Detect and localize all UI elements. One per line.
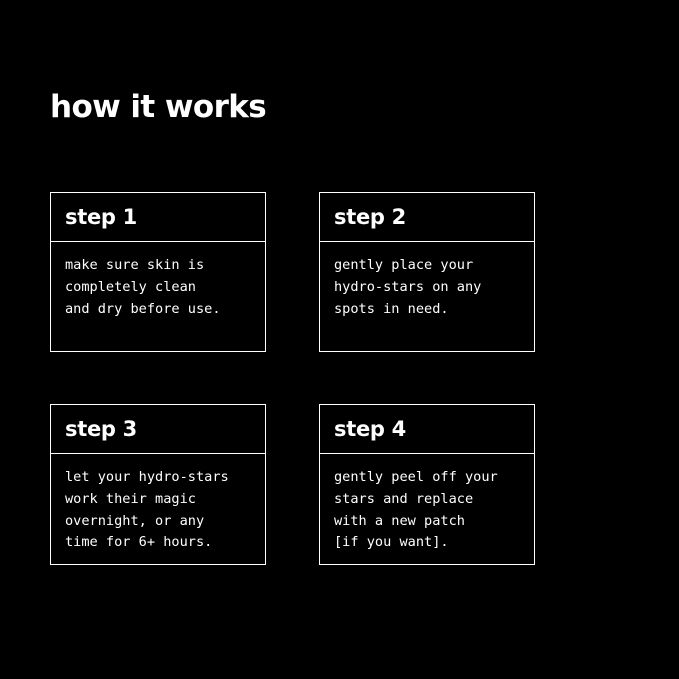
step-card-4-body-line: gently peel off your (334, 469, 498, 485)
step-card-1-label: step 1 (65, 205, 137, 229)
step-card-4-body-line: stars and replace (334, 490, 474, 507)
step-card-3: step 3 let your hydro-stars work their m… (50, 404, 266, 565)
step-card-4-header: step 4 (320, 405, 534, 454)
step-card-2-body-line: spots in need. (334, 300, 449, 317)
steps-grid: step 1 make sure skin is completely clea… (50, 192, 535, 565)
step-card-3-body-line: overnight, or any (65, 512, 205, 529)
step-card-4-body: gently peel off your stars and replace w… (320, 454, 534, 564)
step-card-4-body-line: with a new patch (334, 512, 465, 529)
step-card-1-header: step 1 (51, 193, 265, 242)
page-title: how it works (50, 88, 267, 125)
step-card-4: step 4 gently peel off your stars and re… (319, 404, 535, 565)
step-card-3-body-line: work their magic (65, 490, 196, 507)
step-card-1-body-line: completely clean (65, 278, 196, 295)
step-card-3-body-line: time for 6+ hours. (65, 534, 213, 551)
step-card-2-label: step 2 (334, 205, 406, 229)
step-card-2-header: step 2 (320, 193, 534, 242)
step-card-4-body-line: [if you want]. (334, 534, 449, 551)
step-card-2-body: gently place your hydro-stars on any spo… (320, 242, 534, 351)
step-card-3-label: step 3 (65, 417, 137, 441)
step-card-2-body-line: gently place your (334, 257, 474, 273)
step-card-2: step 2 gently place your hydro-stars on … (319, 192, 535, 352)
step-card-4-label: step 4 (334, 417, 406, 441)
step-card-3-body-line: let your hydro-stars (65, 469, 229, 485)
step-card-3-body: let your hydro-stars work their magic ov… (51, 454, 265, 564)
step-card-2-body-line: hydro-stars on any (334, 278, 482, 295)
step-card-1-body: make sure skin is completely clean and d… (51, 242, 265, 351)
step-card-1-body-line: and dry before use. (65, 300, 221, 317)
step-card-3-header: step 3 (51, 405, 265, 454)
step-card-1-body-line: make sure skin is (65, 257, 205, 273)
step-card-1: step 1 make sure skin is completely clea… (50, 192, 266, 352)
